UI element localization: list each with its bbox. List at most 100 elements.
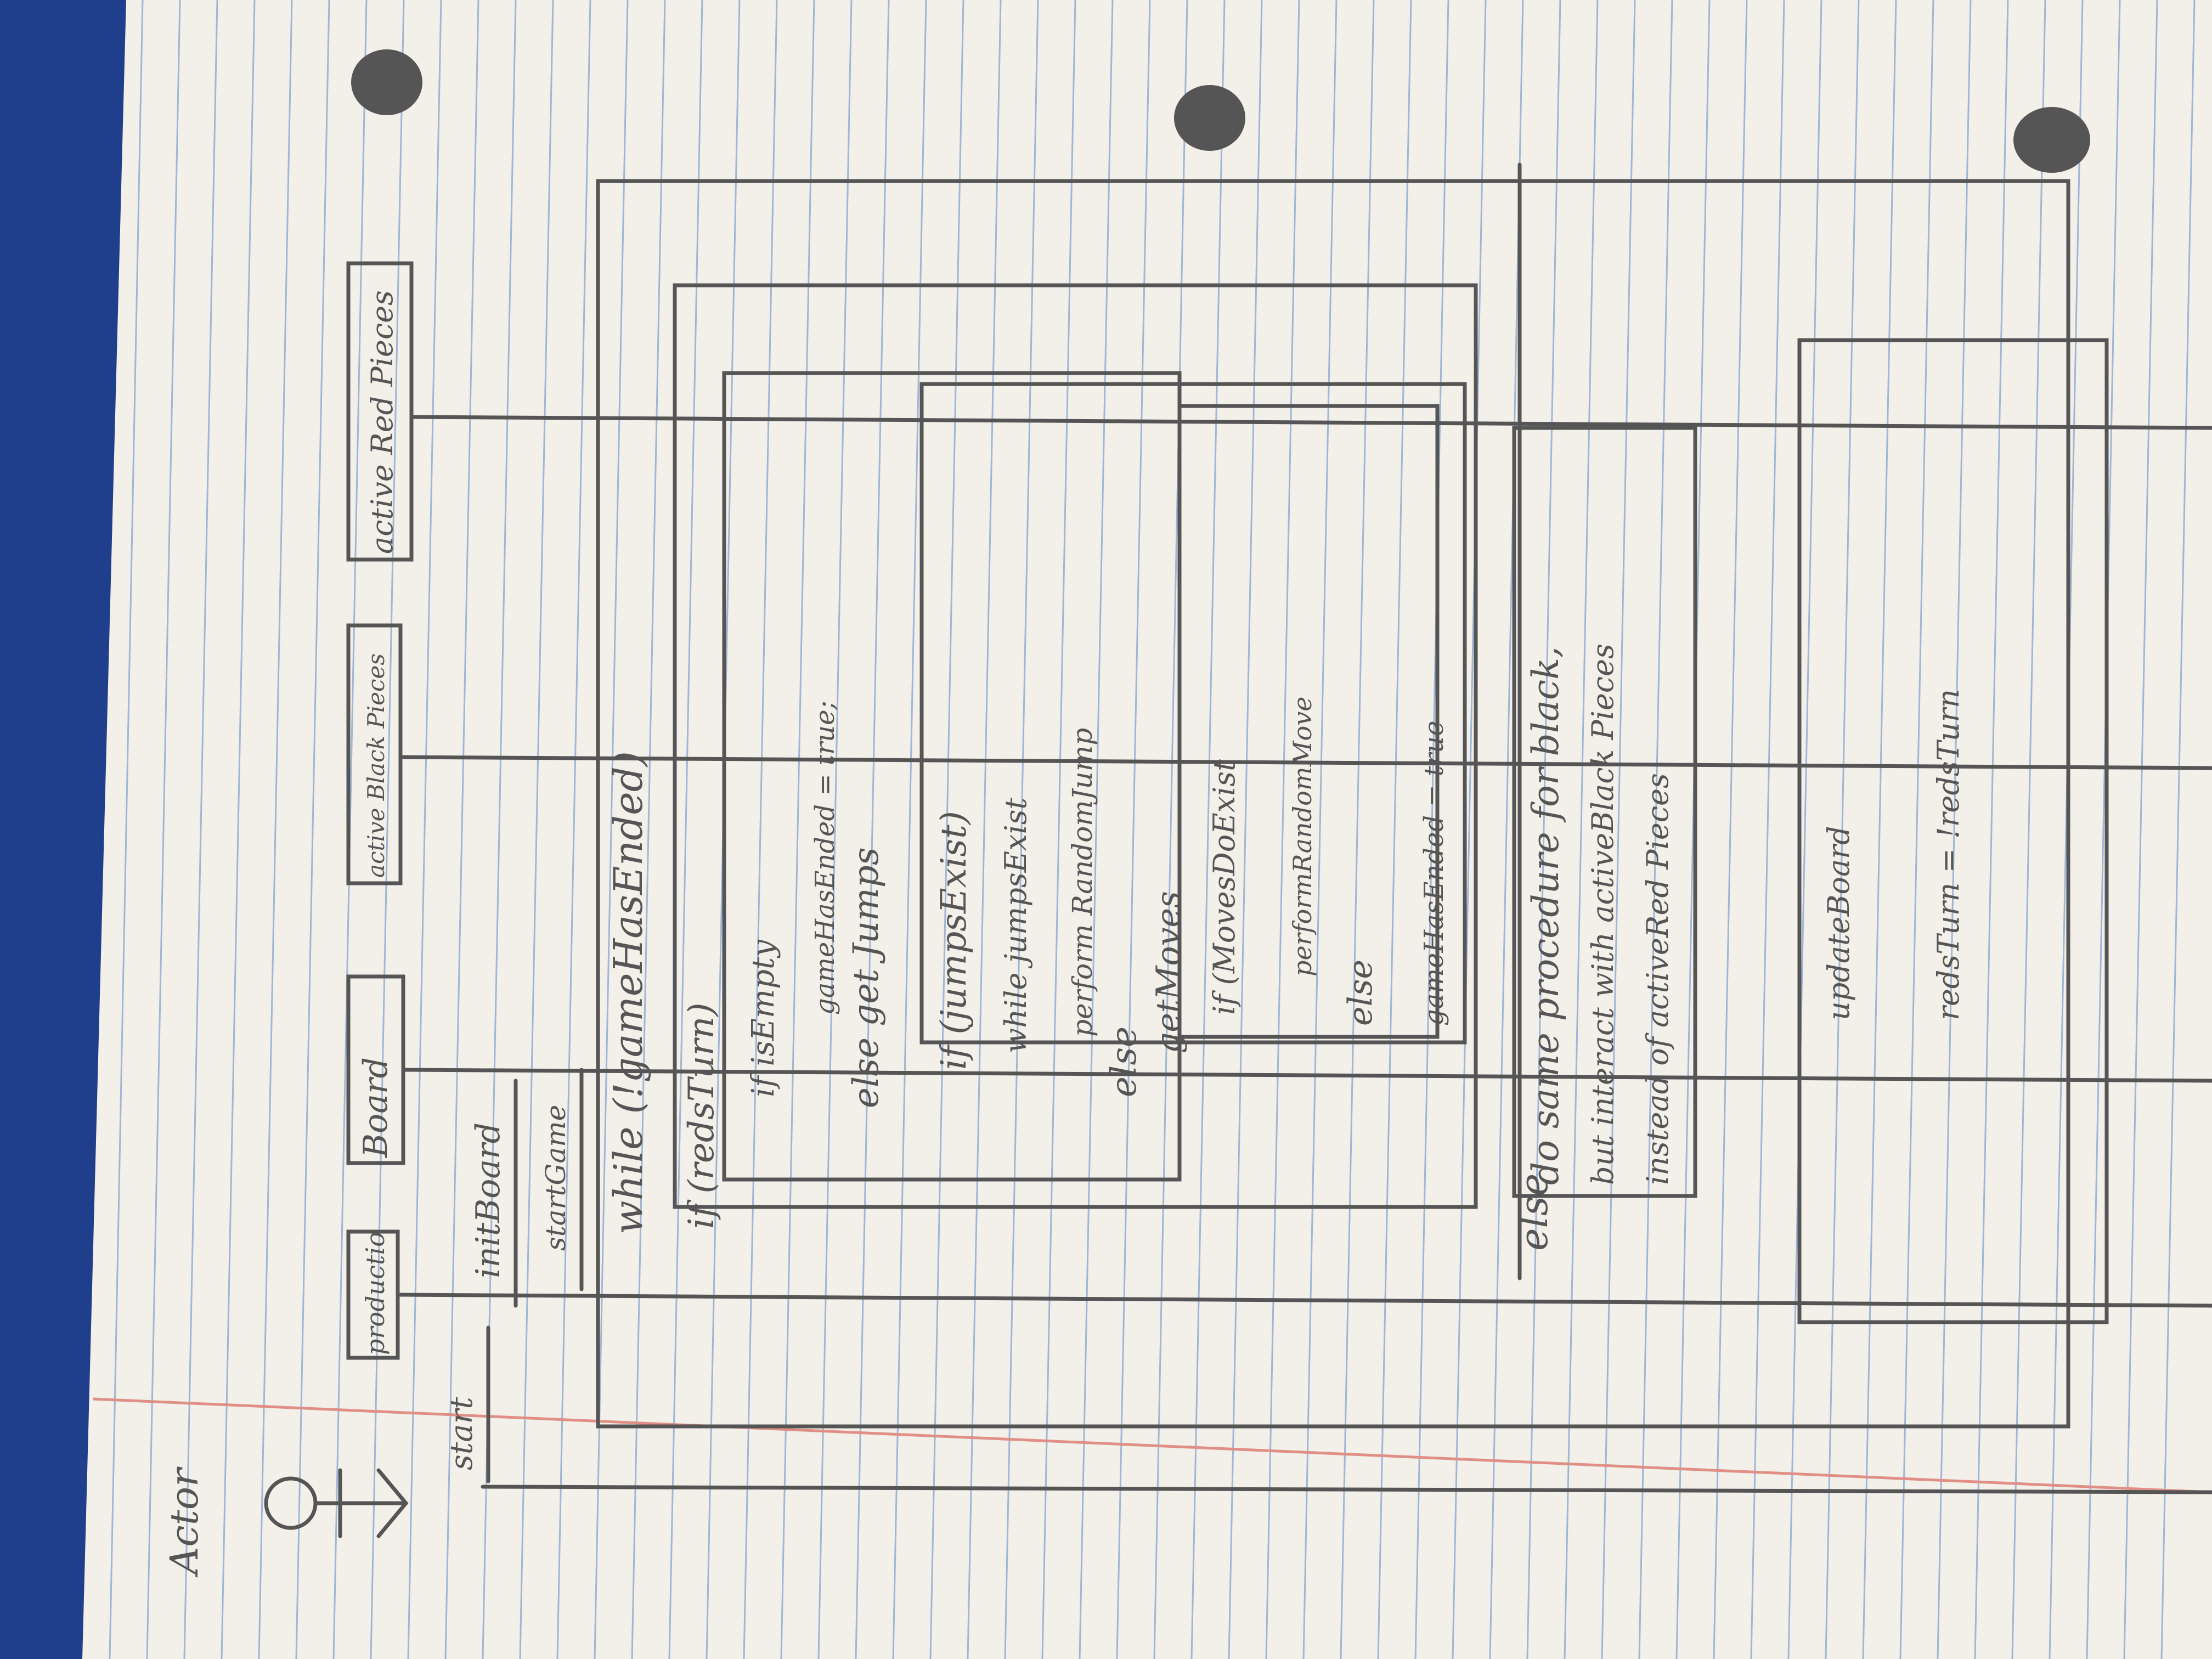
perform-move-label: performRandomMove [1288, 697, 1317, 977]
rule-line [892, 0, 927, 1659]
rule-line [1041, 0, 1076, 1659]
rule-line [1340, 0, 1375, 1659]
lifeline-label-red-pieces: active Red Pieces [365, 290, 399, 554]
rule-line [1153, 0, 1188, 1659]
rule-line [1899, 0, 1934, 1659]
start-game-label: startGame [540, 1105, 572, 1251]
rule-line [1564, 0, 1599, 1659]
rule-line [1526, 0, 1561, 1659]
get-moves-label: getMoves [1149, 891, 1188, 1053]
rule-line [1638, 0, 1673, 1659]
lifeline-box-red-pieces [346, 261, 414, 562]
lifeline-productio [396, 1293, 2212, 1308]
rule-line [519, 0, 554, 1659]
rule-line [407, 0, 442, 1659]
black-note-line-1: do same procedure for black, [1525, 646, 1567, 1185]
rule-line [1974, 0, 2009, 1659]
rule-line [1452, 0, 1487, 1659]
binder-hole [1174, 85, 1245, 151]
rule-line [444, 0, 479, 1659]
rule-line [1675, 0, 1711, 1659]
rule-line [817, 0, 853, 1659]
rule-line [668, 0, 703, 1659]
if-moves-label: if (MovesDoExist [1207, 759, 1242, 1015]
rule-line [1601, 0, 1636, 1659]
rule-line [1937, 0, 1972, 1659]
rule-line [1862, 0, 1897, 1659]
rule-line [1414, 0, 1449, 1659]
rule-line [221, 0, 256, 1659]
else-inner-label: else [1341, 960, 1380, 1026]
rule-line [1116, 0, 1151, 1659]
else-black-label: else [1511, 1173, 1556, 1251]
black-note-line-3: instead of activeRed Pieces [1640, 773, 1675, 1185]
margin-line [93, 1397, 2212, 1494]
lifeline-label-black-pieces: active Black Pieces [363, 653, 390, 878]
toggle-turn-label: redsTurn = !redsTurn [1931, 689, 1966, 1020]
loop-frame [596, 179, 2070, 1429]
init-board-label: initBoard [469, 1122, 507, 1278]
rule-line [370, 0, 405, 1659]
rule-line [109, 0, 144, 1659]
rule-line [1190, 0, 1226, 1659]
rule-line [556, 0, 591, 1659]
lifeline-black-pieces [398, 755, 2212, 770]
binder-hole [2013, 107, 2090, 173]
black-procedure-frame [1512, 426, 1697, 1198]
lifeline-label-productio: productio [360, 1232, 390, 1355]
if-reds-turn-frame [673, 283, 1478, 1209]
actor-legs-icon [376, 1468, 409, 1538]
rule-line [1825, 0, 1860, 1659]
rule-line [2011, 0, 2046, 1659]
rule-line [1377, 0, 1412, 1659]
rule-line [743, 0, 778, 1659]
lifeline-actor [481, 1485, 2212, 1494]
actor-label: Actor [162, 1466, 207, 1578]
game-ended-label: gameHasEnded = true; [810, 701, 840, 1015]
if-jumps-label: if (jumpsExist) [934, 811, 974, 1070]
binder-hole [351, 49, 422, 115]
rule-line [1787, 0, 1822, 1659]
moves-exist-frame [1177, 404, 1440, 1039]
rule-line [1228, 0, 1263, 1659]
rule-line [2123, 0, 2158, 1659]
else-moves-label: else [1104, 1026, 1144, 1097]
jumps-exist-frame [919, 382, 1467, 1045]
rule-line [1302, 0, 1338, 1659]
rule-line [1713, 0, 1748, 1659]
rule-line [2086, 0, 2121, 1659]
if-reds-turn-label: if (redsTurn) [681, 1003, 722, 1229]
rule-line [2049, 0, 2084, 1659]
rule-line [1004, 0, 1039, 1659]
else-jumps-label: else get Jumps [846, 847, 887, 1108]
rule-line [1750, 0, 1785, 1659]
black-note-line-2: but interact with activeBlack Pieces [1585, 644, 1620, 1185]
rule-line [594, 0, 629, 1659]
rule-line [1489, 0, 1524, 1659]
lifeline-board [401, 1068, 2212, 1083]
lifeline-red-pieces [409, 415, 2212, 430]
while-jumps-label: while jumpsExist [998, 797, 1033, 1053]
lifeline-label-board: Board [357, 1057, 395, 1158]
rule-line [631, 0, 666, 1659]
rule-line [1265, 0, 1300, 1659]
start-label: start [444, 1397, 479, 1470]
loop-label: while (!gameHasEnded) [605, 751, 651, 1234]
rule-line [183, 0, 218, 1659]
tail-frame [1797, 338, 2109, 1324]
if-empty-label: if isEmpty [746, 939, 781, 1097]
rule-line [2160, 0, 2196, 1659]
rule-line [295, 0, 330, 1659]
rule-line [929, 0, 964, 1659]
lifeline-box-black-pieces [346, 623, 403, 885]
notebook-page [82, 0, 2212, 1659]
rule-line [780, 0, 815, 1659]
rule-line [1079, 0, 1114, 1659]
update-board-label: updateBoard [1821, 826, 1856, 1020]
rule-line [855, 0, 890, 1659]
rule-line [258, 0, 293, 1659]
rule-line [146, 0, 181, 1659]
rule-line [967, 0, 1002, 1659]
game-ended-2-label: gameHasEnded = true [1419, 721, 1449, 1026]
